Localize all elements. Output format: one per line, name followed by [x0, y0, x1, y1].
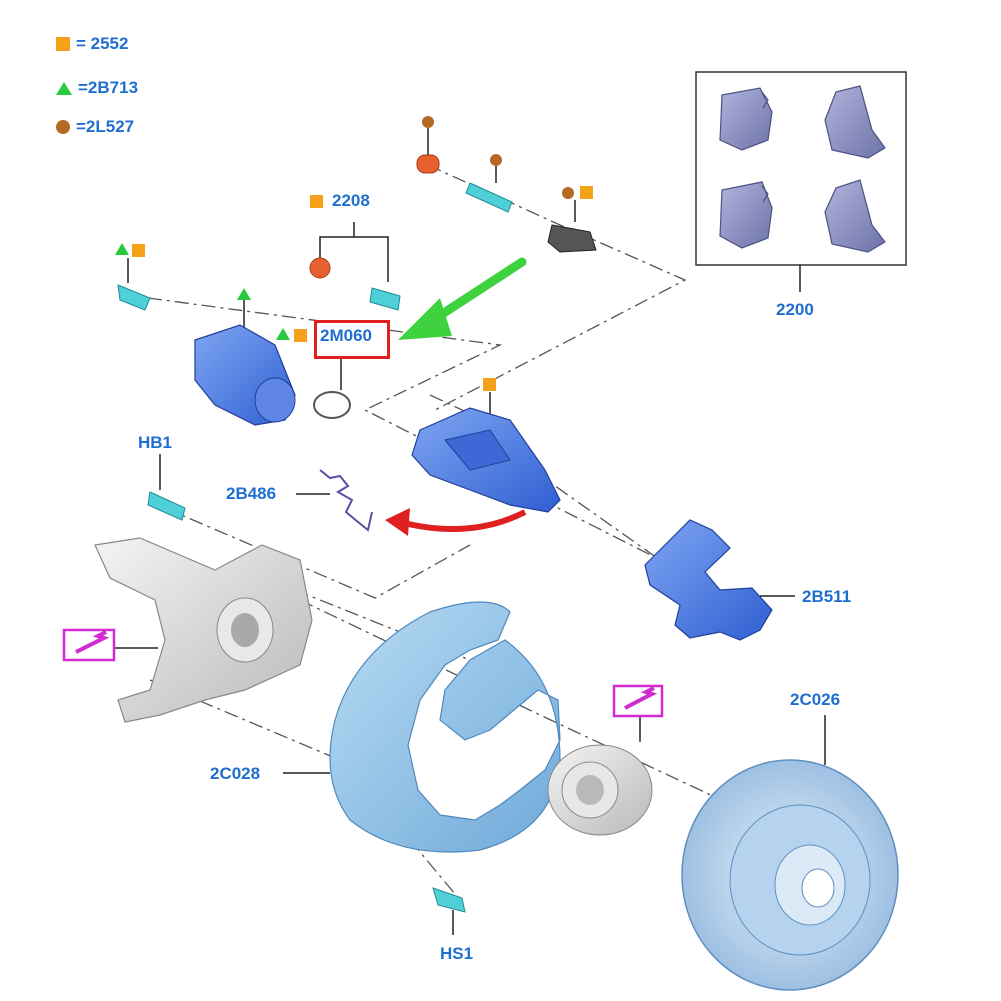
dust-shield	[283, 601, 561, 853]
torque-note-1	[62, 628, 116, 662]
part-label-2B511: 2B511	[802, 587, 852, 606]
torque-wrench-icon	[624, 686, 658, 710]
torque-note-2	[612, 684, 664, 718]
part-label-HB1: HB1	[138, 433, 173, 452]
square-icon	[56, 37, 70, 51]
spring-clip	[319, 469, 373, 532]
rotation-arrow	[385, 508, 527, 536]
parking-brake-motor	[194, 288, 307, 426]
wheel-hub	[547, 712, 653, 836]
highlight-box	[314, 320, 390, 359]
part-label-HS1: HS1	[440, 944, 474, 963]
steering-knuckle	[94, 537, 313, 723]
torque-wrench-icon	[75, 630, 110, 654]
part-label-2C026: 2C026	[790, 690, 841, 709]
part-label-2M060: 2M060	[320, 326, 372, 345]
part-label-2200: 2200	[776, 300, 814, 319]
legend-row-square: = 2552	[56, 34, 128, 54]
legend-row-triangle: =2B713	[56, 78, 138, 98]
brake-pads	[719, 85, 886, 253]
legend-label: =2B713	[78, 78, 139, 97]
part-label-2B486: 2B486	[226, 484, 277, 503]
legend-label: =2L527	[76, 117, 135, 136]
legend-label: = 2552	[76, 34, 129, 53]
part-label-2C028: 2C028	[210, 764, 261, 783]
circle-icon	[56, 120, 70, 134]
brake-caliper	[411, 378, 561, 513]
triangle-icon	[56, 81, 72, 95]
caliper-bolt	[115, 243, 151, 311]
caliper-bracket	[644, 519, 795, 641]
pointer-arrow	[398, 257, 527, 340]
legend-row-circle: =2L527	[56, 117, 134, 137]
part-label-2208: 2208	[332, 191, 370, 210]
bolt-hs1	[432, 887, 466, 935]
o-ring	[313, 391, 351, 419]
bolt-hb1	[147, 454, 186, 521]
brake-disc	[681, 715, 899, 991]
slide-pin-assembly	[416, 116, 597, 253]
part-2208-group	[309, 195, 401, 311]
